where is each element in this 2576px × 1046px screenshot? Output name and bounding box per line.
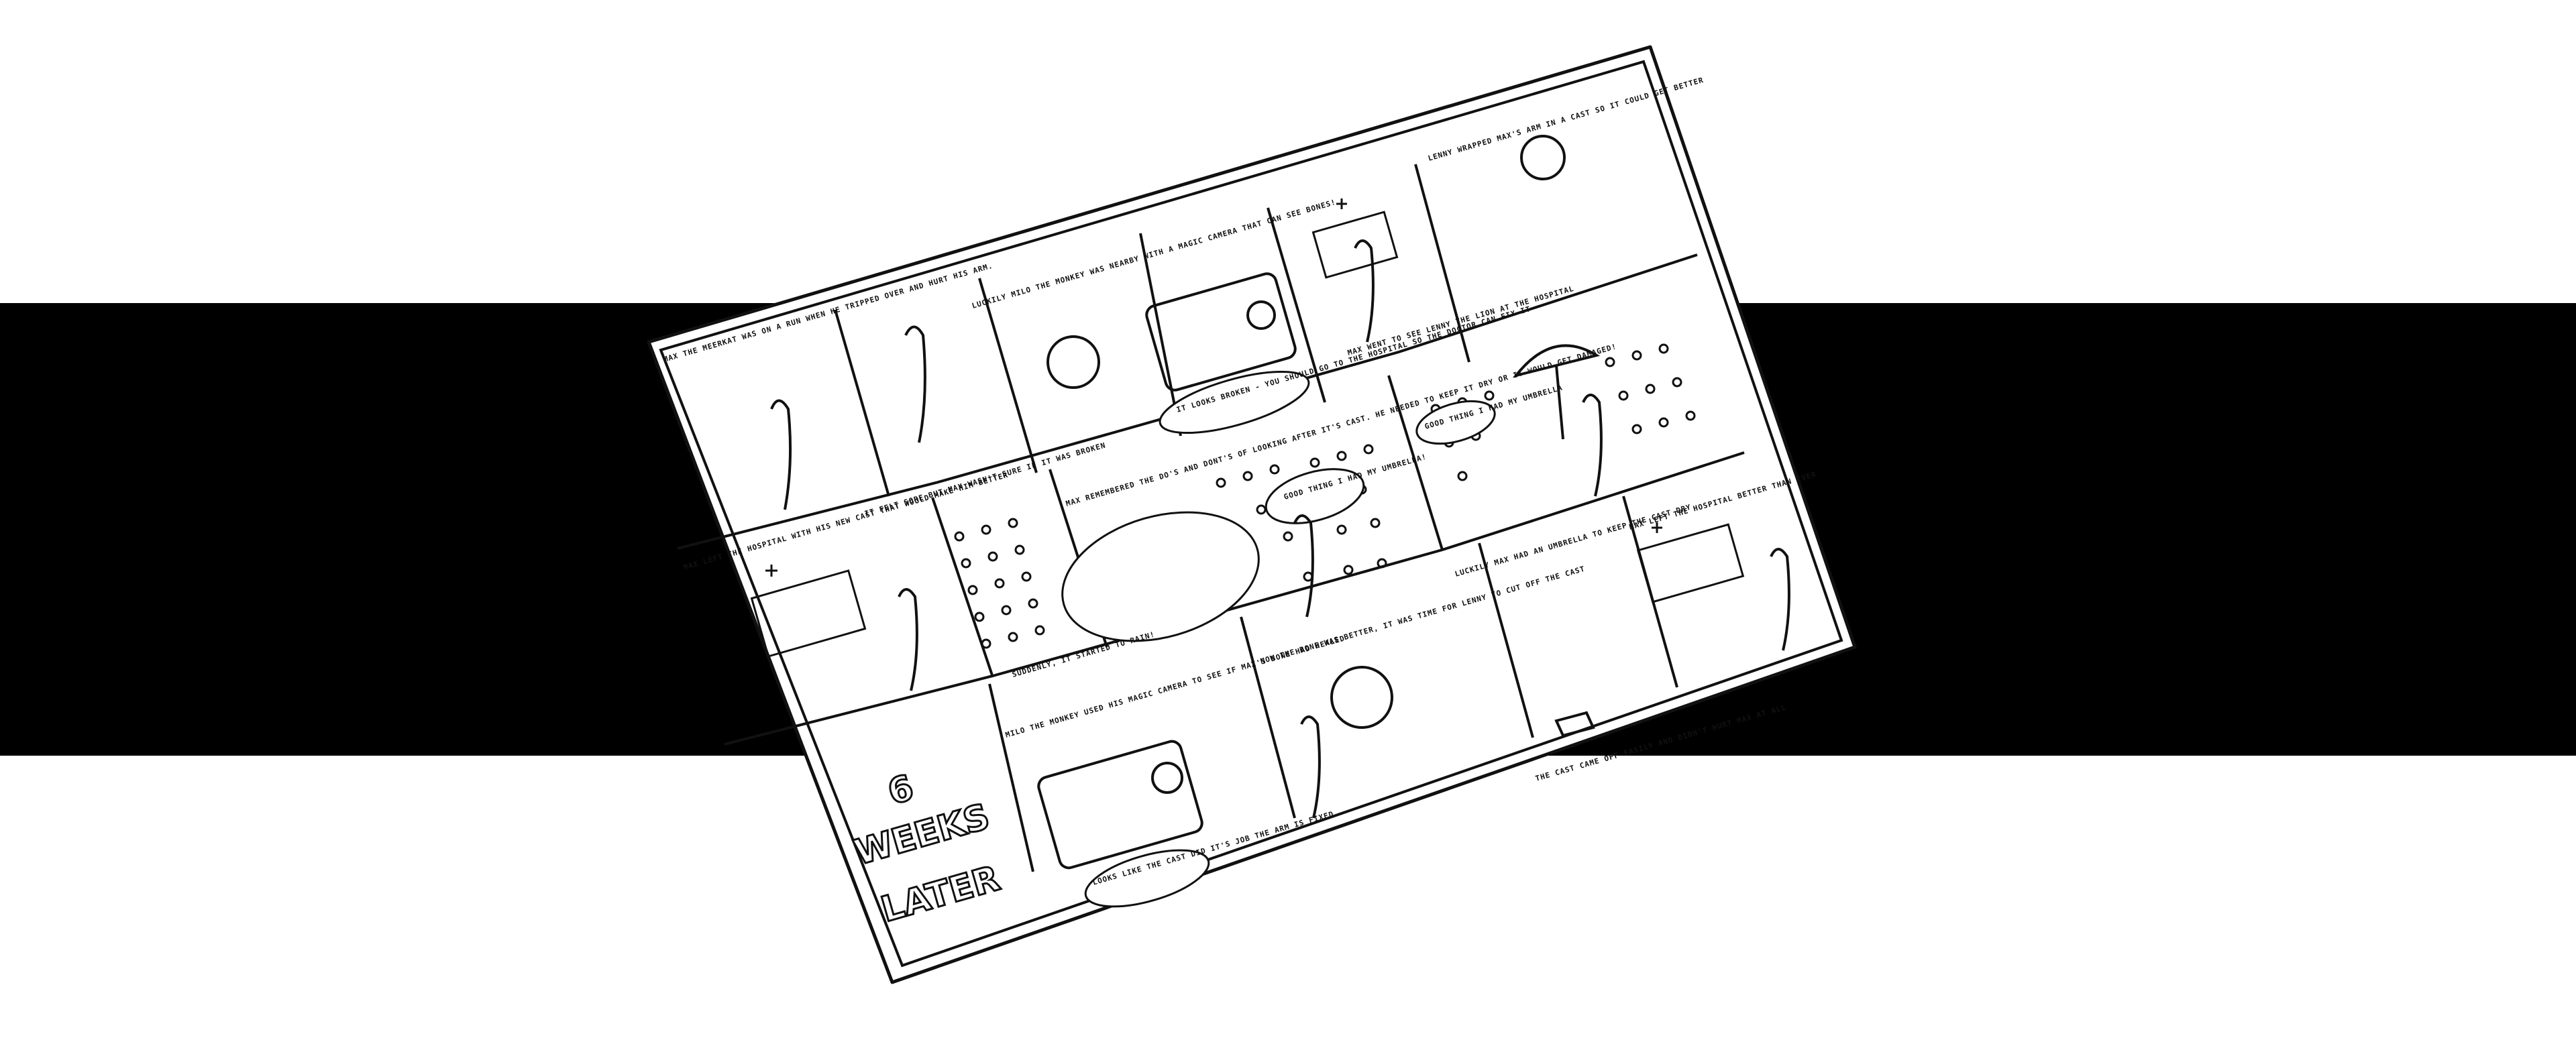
meerkat-figure-1 — [770, 399, 792, 510]
meerkat-figure-3 — [1354, 239, 1375, 343]
comic-sheet: MAX THE MEERKAT WAS ON A RUN WHEN HE TRI… — [647, 45, 1857, 984]
speech-bubble-2 — [1265, 468, 1365, 524]
thought-bubble — [1061, 511, 1260, 642]
hospital-building-1 — [1311, 198, 1399, 279]
discarded-cast — [1554, 711, 1595, 738]
rain-cluster-center — [1216, 444, 1387, 582]
meerkat-figure-6 — [1293, 514, 1314, 618]
speech-bubble-1 — [1159, 370, 1310, 434]
speech-bubble-4 — [1084, 849, 1210, 908]
hospital-building-3 — [1636, 522, 1745, 603]
meerkat-figure-2 — [904, 325, 926, 443]
camera-icon-1 — [1145, 272, 1297, 392]
meerkat-figure-7 — [1300, 715, 1321, 819]
rain-cluster-left — [954, 518, 1045, 649]
monkey-figure — [1046, 335, 1100, 389]
speech-bubble-3 — [1415, 400, 1496, 445]
lion-figure-1 — [1520, 135, 1566, 180]
hospital-building-2 — [750, 565, 867, 658]
meerkat-figure-8 — [1770, 548, 1790, 651]
camera-icon-2 — [1037, 740, 1203, 870]
meerkat-figure-4 — [1582, 394, 1603, 497]
umbrella-icon — [1512, 344, 1601, 440]
meerkat-figure-5 — [898, 588, 918, 691]
lion-figure-2 — [1330, 666, 1393, 729]
